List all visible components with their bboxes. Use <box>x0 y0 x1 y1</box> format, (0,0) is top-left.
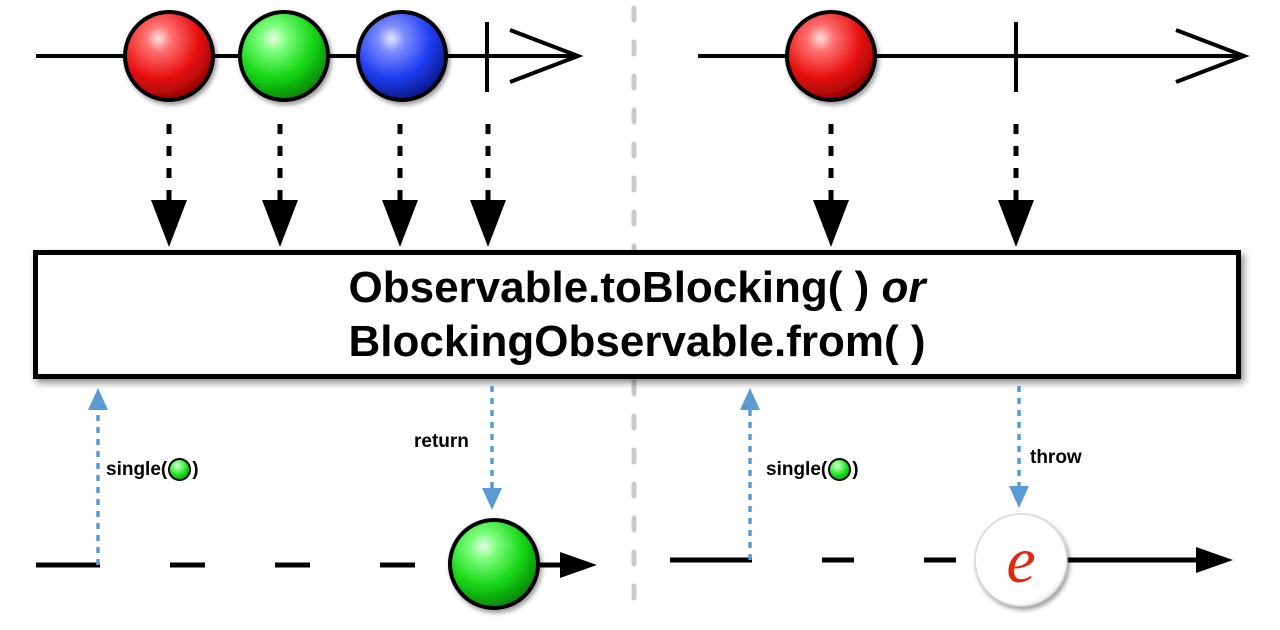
operator-box: Observable.toBlocking( ) or BlockingObse… <box>33 250 1241 379</box>
right-source-arrowhead <box>1175 28 1250 84</box>
right-single-call-label: single( ) <box>766 458 859 481</box>
right-emission-arrows <box>813 124 1034 247</box>
throw-label: throw <box>1030 447 1082 468</box>
left-source-arrowhead <box>509 28 584 84</box>
operator-or-word: or <box>881 262 926 312</box>
operator-line-1: Observable.toBlocking( ) or <box>349 261 926 315</box>
left-blocking-timeline <box>36 552 597 578</box>
right-single-suffix: ) <box>852 458 859 480</box>
left-single-call-label: single( ) <box>106 458 199 481</box>
right-throw-arrow <box>1009 386 1029 508</box>
left-single-suffix: ) <box>192 458 199 480</box>
right-marble-red <box>785 10 877 102</box>
marble-green <box>238 10 330 102</box>
left-source-items <box>123 10 448 102</box>
mini-green-marble-icon <box>168 458 192 481</box>
marble-red <box>123 10 215 102</box>
right-call-arrow <box>740 388 760 560</box>
left-single-prefix: single( <box>106 458 168 480</box>
operator-line-2: BlockingObservable.from( ) <box>348 316 926 366</box>
marble-blue <box>356 10 448 102</box>
mini-green-marble-icon <box>828 458 852 481</box>
right-blocking-timeline <box>670 547 1233 573</box>
left-blocking-arrowhead <box>560 552 597 578</box>
right-error-marble: e <box>974 513 1068 607</box>
right-source-timeline <box>698 22 1250 92</box>
right-blocking-arrowhead <box>1196 547 1233 573</box>
left-emission-arrows <box>151 124 506 247</box>
error-symbol: e <box>1006 524 1035 597</box>
operator-name-toblocking: Observable.toBlocking( ) <box>348 262 870 312</box>
left-result-marble-green <box>448 518 540 610</box>
left-return-arrow <box>482 386 502 510</box>
left-call-arrow <box>88 388 108 565</box>
right-single-prefix: single( <box>766 458 828 480</box>
return-label: return <box>414 431 469 452</box>
